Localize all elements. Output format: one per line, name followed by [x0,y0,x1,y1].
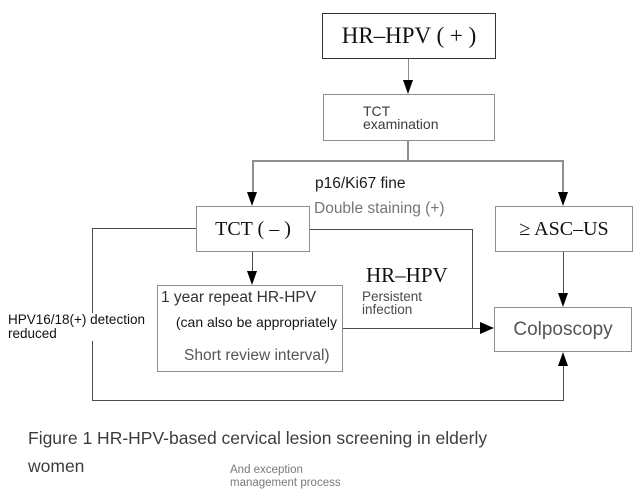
arrow-up-icon [558,352,568,366]
figure-caption-line1: Figure 1 HR-HPV-based cervical lesion sc… [28,428,488,448]
arrow-right-icon [480,322,494,334]
figure-caption-line2: women [28,456,85,476]
arrow-down-icon [558,293,568,307]
connector-tctneg-right [310,229,472,230]
arrow-down-icon [247,192,257,206]
repeat-line-3: Short review interval) [184,347,330,364]
node-tct-examination-label: TCT examination [363,102,439,132]
connector-tctexam-stem [407,141,409,161]
node-tct-examination: TCT examination [323,94,495,141]
node-hr-hpv-positive: HR–HPV ( + ) [322,13,496,59]
connector-repeat-to-colposcopy [343,328,482,329]
repeat-line-2: (can also be appropriately [175,314,337,330]
connector-split-right-branch [562,160,564,194]
node-one-year-repeat: 1 year repeat HR-HPV (can also be approp… [157,285,343,372]
arrow-down-icon [247,271,257,285]
repeat-line-1: 1 year repeat HR-HPV [161,289,317,306]
node-asc-us-label: ≥ ASC–US [519,217,609,240]
arrow-down-icon [558,192,568,206]
connector-up-to-colposcopy [563,364,564,401]
node-colposcopy: Colposcopy [494,307,632,352]
connector-split-horizontal [252,160,564,162]
edge-label-persistent-infection: Persistent infection [362,289,423,317]
edge-label-double-staining: Double staining (+) [314,200,445,217]
edge-label-p16-ki67: p16/Ki67 fine [315,175,406,192]
edge-label-hr-hpv: HR–HPV [366,263,448,287]
node-hr-hpv-positive-label: HR–HPV ( + ) [341,23,477,48]
node-colposcopy-label: Colposcopy [513,318,613,340]
edge-label-hpv16-18-detection: HPV16/18(+) detection reduced [8,312,147,341]
connector-bottom-loop [92,400,563,401]
connector-hrhpv-to-tctexam [408,59,409,82]
arrow-down-icon [403,80,413,94]
node-tct-negative-label: TCT ( – ) [215,217,291,240]
node-asc-us: ≥ ASC–US [495,206,633,252]
figure-caption-note: And exception management process [230,464,341,489]
connector-split-left-branch [252,160,254,194]
connector-right-mid-vertical [472,229,473,329]
node-tct-negative: TCT ( – ) [196,206,310,252]
connector-tctneg-left [92,228,196,229]
connector-ascus-to-colposcopy [563,252,564,295]
connector-tctneg-to-repeat [252,252,253,273]
